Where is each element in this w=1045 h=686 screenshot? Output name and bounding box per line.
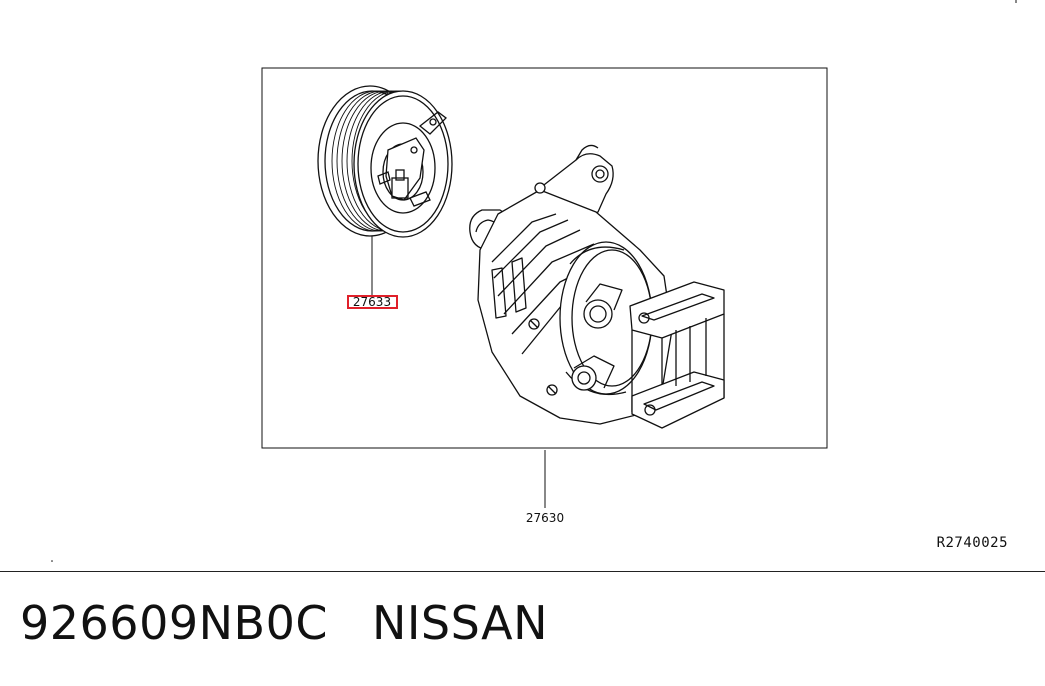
footer-divider (0, 571, 1045, 686)
brand-name: NISSAN (371, 596, 549, 650)
speck-mark (51, 560, 53, 562)
diagram-reference-code: R2740025 (937, 535, 1008, 551)
footer-caption: 926609NB0C NISSAN (20, 596, 548, 650)
compressor-illustration (469, 144, 725, 429)
highlight-box (347, 295, 398, 309)
part-number: 926609NB0C (20, 596, 328, 650)
pulley-illustration (317, 85, 453, 238)
callout-label-pulley: 27633 (353, 295, 391, 309)
callout-27633[interactable]: 27633 (347, 295, 398, 309)
callout-27630[interactable]: 27630 (526, 511, 564, 525)
diagram-frame (261, 67, 828, 449)
